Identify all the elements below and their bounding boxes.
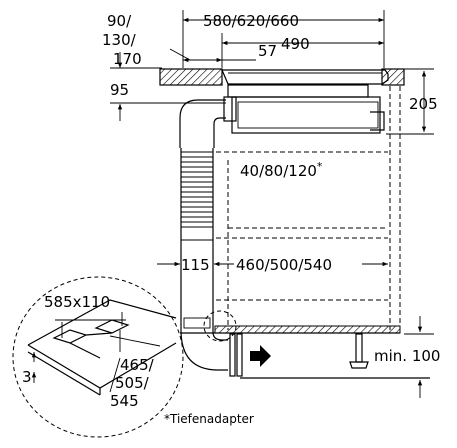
airflow-arrow-icon [250,345,271,367]
cabinet-feet [229,333,369,377]
dim-3-label: 3 [22,368,32,386]
offset-label-1: 90/ [107,12,132,30]
cutout-detail [27,299,177,396]
offset-label-2: 130/ [102,31,137,49]
detail-circle [12,276,184,438]
width-490-label: 490 [281,35,310,53]
lower-duct-bend [180,317,228,371]
cabinet-bottom [180,325,401,334]
cabinet-outline [216,86,401,330]
cutout-size-label: 585x110 [44,293,110,311]
detail-depth-label-2: 505/ [115,374,150,392]
total-width-label: 580/620/660 [203,12,299,30]
depth-460-label: 460/500/540 [236,256,332,274]
dim-57-label: 57 [258,42,277,60]
depth-adapter-label: 40/80/120* [240,160,323,180]
duct-elbow [179,96,237,148]
detail-depth-label-1: 465/ [120,356,155,374]
worktop [159,68,405,86]
dim-115-label: 115 [181,256,210,274]
dim-95-label: 95 [110,81,129,99]
detail-depth-label-3: 545 [110,392,139,410]
hob [221,69,389,134]
flexible-hose [180,148,214,318]
offset-label-3: 170 [113,50,142,68]
min-height-label: min. 100 [374,347,440,365]
detail-focus-circle [203,310,237,342]
dim-205-label: 205 [409,95,438,113]
footnote: *Tiefenadapter [164,412,254,426]
